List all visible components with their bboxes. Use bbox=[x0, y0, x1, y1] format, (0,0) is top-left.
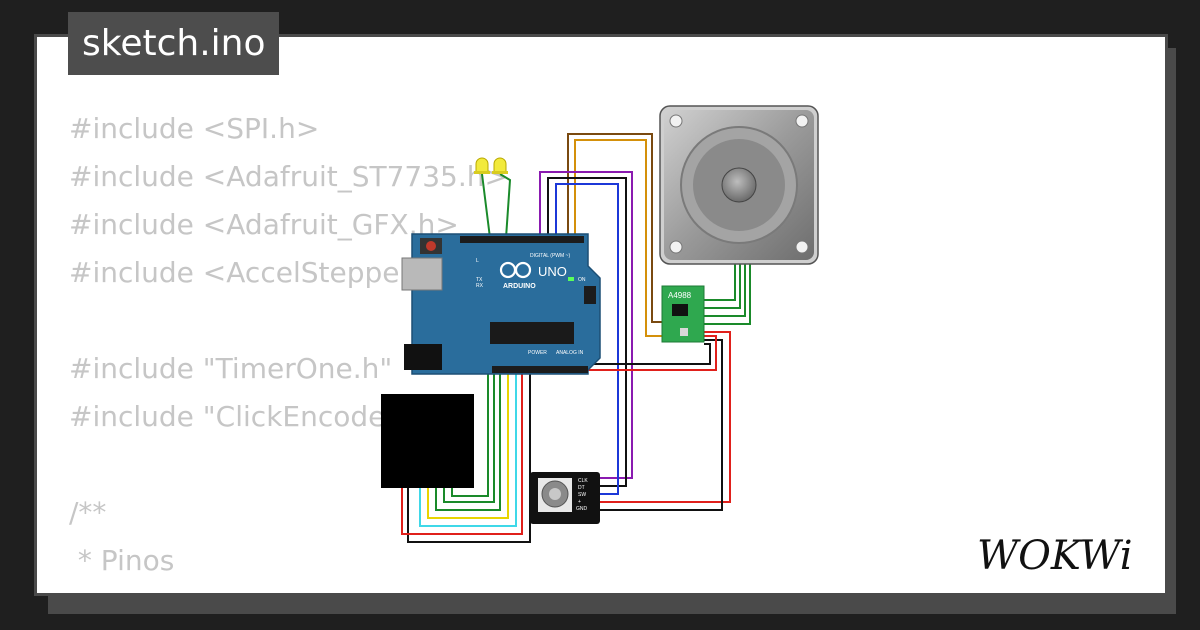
encoder-pin-dt: DT bbox=[578, 485, 585, 491]
on-led-label: ON bbox=[578, 277, 586, 283]
file-name-tab[interactable]: sketch.ino bbox=[68, 12, 280, 75]
driver-label: A4988 bbox=[668, 291, 692, 300]
wire-stepper-d bbox=[704, 262, 751, 325]
code-line: */ bbox=[69, 585, 508, 593]
wokwi-logo[interactable]: WOKWi bbox=[975, 525, 1150, 580]
wire-led-b bbox=[499, 173, 512, 239]
yellow-led-2[interactable] bbox=[492, 157, 508, 174]
wire-disp-green-b bbox=[443, 372, 495, 503]
digital-header bbox=[460, 236, 584, 243]
encoder-pin-gnd: GND bbox=[576, 506, 588, 512]
wire-brown bbox=[567, 133, 662, 323]
encoder-pin-clk: CLK bbox=[578, 478, 588, 484]
wire-stepper-b bbox=[704, 262, 741, 309]
encoder-pin-sw: SW bbox=[578, 492, 586, 498]
code-line: /** bbox=[69, 496, 107, 529]
tx-label: TX bbox=[476, 277, 483, 283]
l-led-label: L bbox=[476, 258, 479, 264]
wire-led-a bbox=[481, 173, 491, 239]
rotary-encoder[interactable]: CLK DT SW + GND bbox=[530, 472, 600, 524]
wire-stepper-c bbox=[704, 262, 746, 317]
arduino-logo-icon bbox=[499, 261, 532, 279]
yellow-led-1[interactable] bbox=[474, 157, 490, 174]
analog-label: ANALOG IN bbox=[556, 350, 584, 356]
stepper-motor[interactable] bbox=[659, 105, 819, 265]
wire-disp-gnd bbox=[407, 372, 531, 543]
tft-display[interactable] bbox=[381, 394, 474, 488]
preview-card: #include <SPI.h> #include <Adafruit_ST773… bbox=[34, 34, 1168, 596]
wire-stepper-a bbox=[704, 262, 736, 301]
icsp-header bbox=[584, 286, 596, 304]
reset-button[interactable] bbox=[426, 241, 436, 251]
power-label: POWER bbox=[528, 350, 547, 356]
wire-purple bbox=[539, 171, 633, 479]
atmega-chip bbox=[490, 322, 574, 344]
board-brand: ARDUINO bbox=[503, 283, 536, 290]
a4988-driver[interactable]: A4988 bbox=[661, 285, 705, 343]
wire-blue bbox=[555, 183, 619, 495]
encoder-knob-icon[interactable] bbox=[549, 488, 561, 500]
wire-black-enc-gnd bbox=[600, 339, 723, 511]
code-preview: #include <SPI.h> #include <Adafruit_ST773… bbox=[69, 105, 508, 593]
wire-red-enc bbox=[600, 331, 731, 503]
code-line: * Pinos bbox=[69, 544, 175, 577]
digital-label: DIGITAL (PWM ~) bbox=[530, 253, 570, 259]
power-jack bbox=[404, 344, 442, 370]
wire-disp-vcc bbox=[401, 372, 523, 535]
usb-port bbox=[401, 257, 443, 291]
code-line: #include <Adafruit_ST7735.h> bbox=[69, 160, 508, 193]
wokwi-logo-text: WOKWi bbox=[977, 533, 1133, 579]
board-model: UNO bbox=[538, 264, 567, 279]
arduino-uno[interactable]: UNO ARDUINO DIGITAL (PWM ~) POWER ANALOG… bbox=[401, 233, 601, 375]
rx-label: RX bbox=[476, 283, 484, 289]
power-analog-header bbox=[492, 366, 588, 373]
encoder-pin-vcc: + bbox=[578, 499, 581, 505]
wire-disp-green-c bbox=[451, 372, 489, 497]
wire-disp-green-a bbox=[435, 372, 501, 511]
wire-disp-yellow bbox=[427, 372, 509, 519]
code-line: #include <SPI.h> bbox=[69, 112, 320, 145]
wire-disp-cyan bbox=[419, 372, 517, 527]
code-line: #include "TimerOne.h" bbox=[69, 352, 393, 385]
